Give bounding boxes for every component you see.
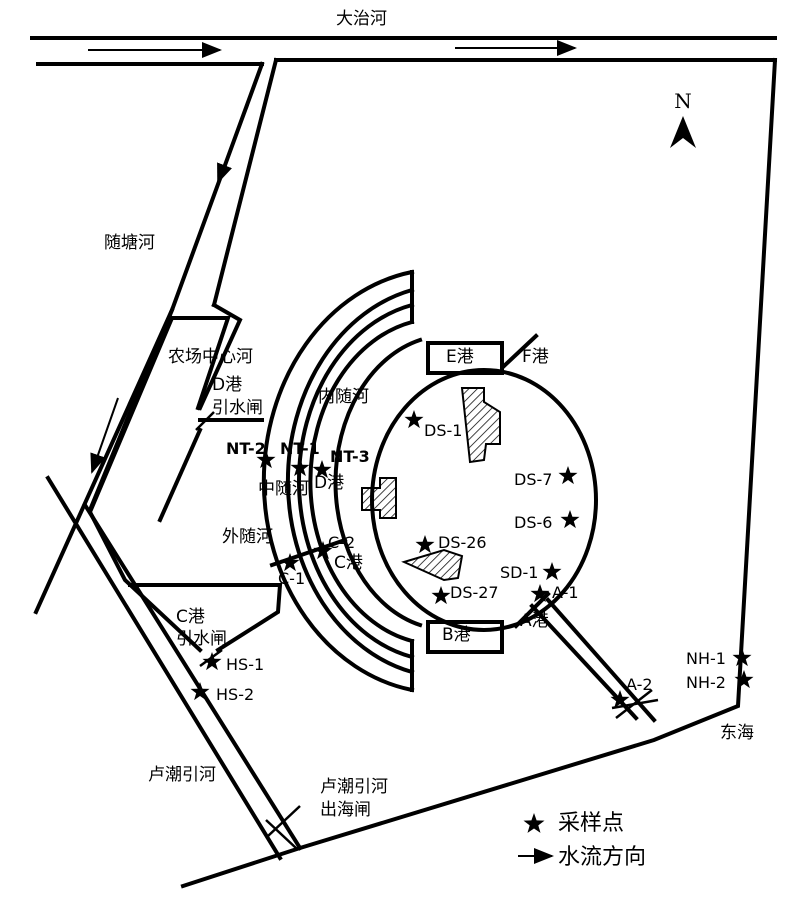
site-label-hs-1: HS-1	[226, 655, 264, 674]
site-label-nt-3: NT-3	[330, 447, 370, 466]
legend-star-shape	[523, 813, 545, 833]
site-label-ds-7: DS-7	[514, 470, 552, 489]
harbor-label-f: F港	[522, 347, 549, 367]
sample-star-icon	[610, 690, 630, 709]
svg-text:N: N	[674, 89, 692, 113]
harbor-label-a: A港	[520, 611, 549, 631]
d-gate-line1: D港	[212, 375, 242, 395]
sample-star-icon	[313, 541, 333, 560]
harbor-label-c: C港	[334, 553, 363, 573]
site-label-c-2: C-2	[328, 533, 355, 552]
river-label-east-sea: 东海	[720, 723, 754, 743]
legend: 采样点 水流方向	[518, 811, 646, 870]
central-basin	[370, 333, 657, 723]
river-label-suitang: 随塘河	[104, 233, 155, 253]
harbor-label-e: E港	[446, 347, 474, 367]
buildings	[361, 387, 501, 582]
farm-center-river	[87, 315, 283, 653]
river-label-dazhi: 大治河	[336, 9, 387, 29]
north-arrow-icon: N	[670, 89, 696, 148]
river-label-inner-ring: 内随河	[318, 387, 369, 407]
sample-star-icon	[190, 682, 210, 701]
sample-star-icon	[404, 410, 424, 429]
river-label-farm-center: 农场中心河	[168, 347, 253, 367]
sample-star-icon	[256, 450, 276, 469]
dazhi-river	[30, 36, 777, 66]
luchao-gate-line2: 出海闸	[320, 800, 371, 820]
sample-star-icon	[280, 553, 300, 572]
site-label-ds-1: DS-1	[424, 421, 462, 440]
sample-star-icon	[431, 586, 451, 605]
site-label-sd-1: SD-1	[500, 563, 538, 582]
flow-arrow	[90, 397, 119, 474]
site-label-ds-26: DS-26	[438, 533, 487, 552]
site-label-a-2: A-2	[626, 675, 653, 694]
sample-star-icon	[542, 562, 562, 581]
site-label-ds-27: DS-27	[450, 583, 499, 602]
sample-star-icon	[732, 648, 752, 667]
sample-star-icon	[202, 652, 222, 671]
suitang-river	[33, 61, 303, 861]
legend-sample-label: 采样点	[558, 811, 624, 836]
harbor-label-d: D港	[314, 473, 344, 493]
sample-star-icon	[734, 670, 754, 689]
site-label-nt-2: NT-2	[226, 439, 266, 458]
site-label-nt-1: NT-1	[280, 439, 320, 458]
river-label-middle-ring: 中随河	[258, 479, 309, 499]
site-label-ds-6: DS-6	[514, 513, 552, 532]
sample-star-icon	[290, 458, 310, 477]
sample-star-icon	[560, 510, 580, 529]
ring-rivers	[198, 269, 423, 693]
c-gate-line2: 引水闸	[176, 629, 227, 649]
site-label-nh-2: NH-2	[686, 673, 726, 692]
site-label-a-1: A-1	[552, 583, 579, 602]
flow-arrow	[217, 104, 249, 184]
d-gate-line2: 引水闸	[212, 398, 263, 418]
river-label-luchao: 卢潮引河	[148, 765, 216, 785]
harbor-label-b: B港	[442, 625, 471, 645]
sample-star-icon	[558, 466, 578, 485]
site-label-hs-2: HS-2	[216, 685, 254, 704]
c-gate-line1: C港	[176, 607, 205, 627]
luchao-gate-line1: 卢潮引河	[320, 777, 388, 797]
sample-star-icon	[415, 535, 435, 554]
boundary	[180, 57, 778, 889]
legend-star-icon	[523, 813, 545, 833]
legend-flow-label: 水流方向	[558, 845, 646, 870]
site-label-c-1: C-1	[278, 569, 305, 588]
sample-star-icon	[530, 584, 550, 603]
sample-star-icon	[312, 460, 332, 479]
river-label-outer-ring: 外随河	[222, 527, 273, 547]
site-label-nh-1: NH-1	[686, 649, 726, 668]
sampling-sites	[190, 410, 754, 709]
